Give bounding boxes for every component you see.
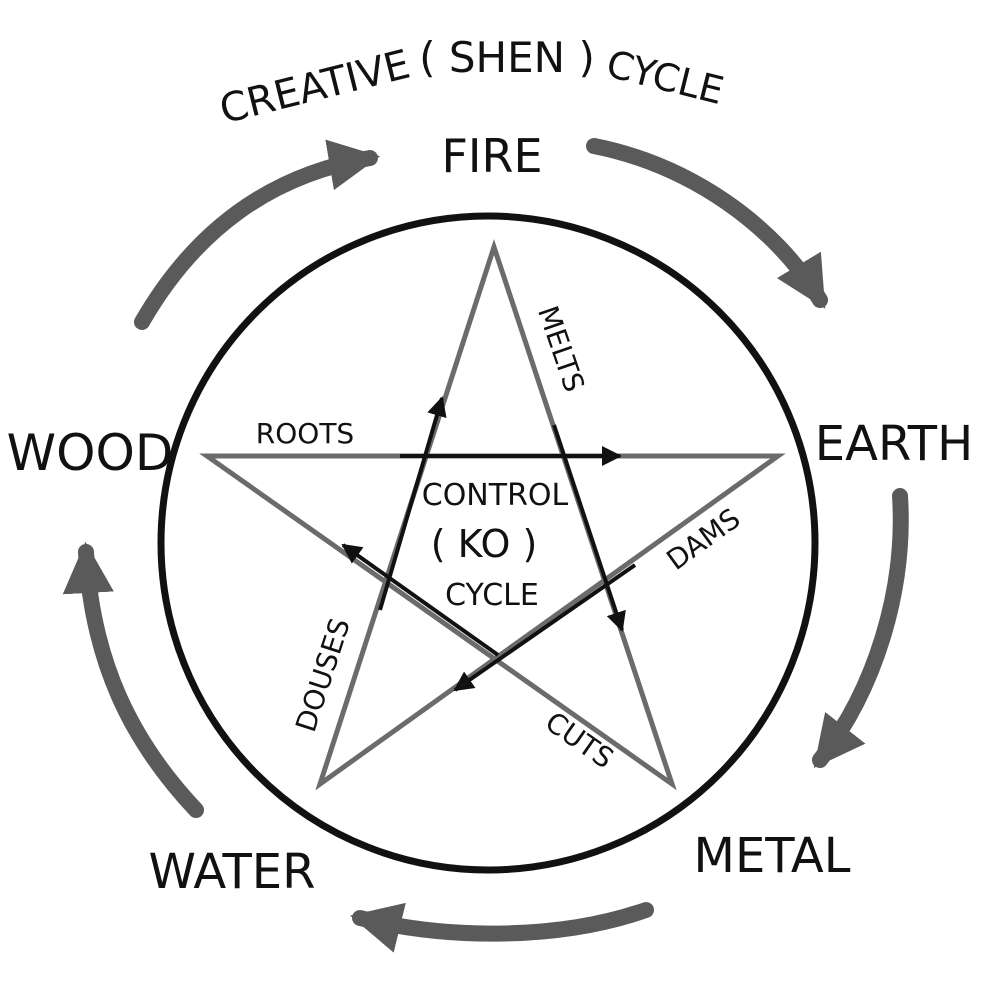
- pentagram: [199, 238, 786, 791]
- action-roots: ROOTS: [256, 417, 354, 450]
- label-metal: METAL: [694, 828, 851, 884]
- main-circle: [157, 212, 819, 874]
- control-cycle-arrows: [341, 396, 637, 692]
- arrow-melts: [552, 424, 626, 632]
- label-fire: FIRE: [441, 129, 542, 183]
- arrow-water-to-wood: [62, 541, 204, 818]
- arrow-cuts: [341, 543, 500, 657]
- arrow-earth-to-metal: [812, 488, 909, 769]
- control-line2: ( KO ): [431, 522, 538, 566]
- arrow-metal-to-water: [350, 902, 654, 953]
- label-earth: EARTH: [815, 416, 973, 472]
- title-shen: ( SHEN ): [419, 33, 595, 82]
- control-line3: CYCLE: [445, 578, 539, 613]
- arrow-fire-to-earth: [586, 138, 828, 309]
- title-cycle: CYCLE: [602, 42, 728, 113]
- label-water: WATER: [149, 844, 316, 900]
- creative-cycle-arrows: [62, 138, 909, 953]
- arrow-wood-to-fire: [134, 139, 381, 330]
- arrow-dams: [453, 563, 637, 692]
- title-creative: CREATIVE: [215, 42, 414, 134]
- arrow-douses: [378, 396, 447, 611]
- action-douses: DOUSES: [289, 614, 357, 736]
- control-line1: CONTROL: [422, 478, 569, 513]
- label-wood: WOOD: [7, 424, 174, 482]
- action-dams: DAMS: [660, 502, 746, 577]
